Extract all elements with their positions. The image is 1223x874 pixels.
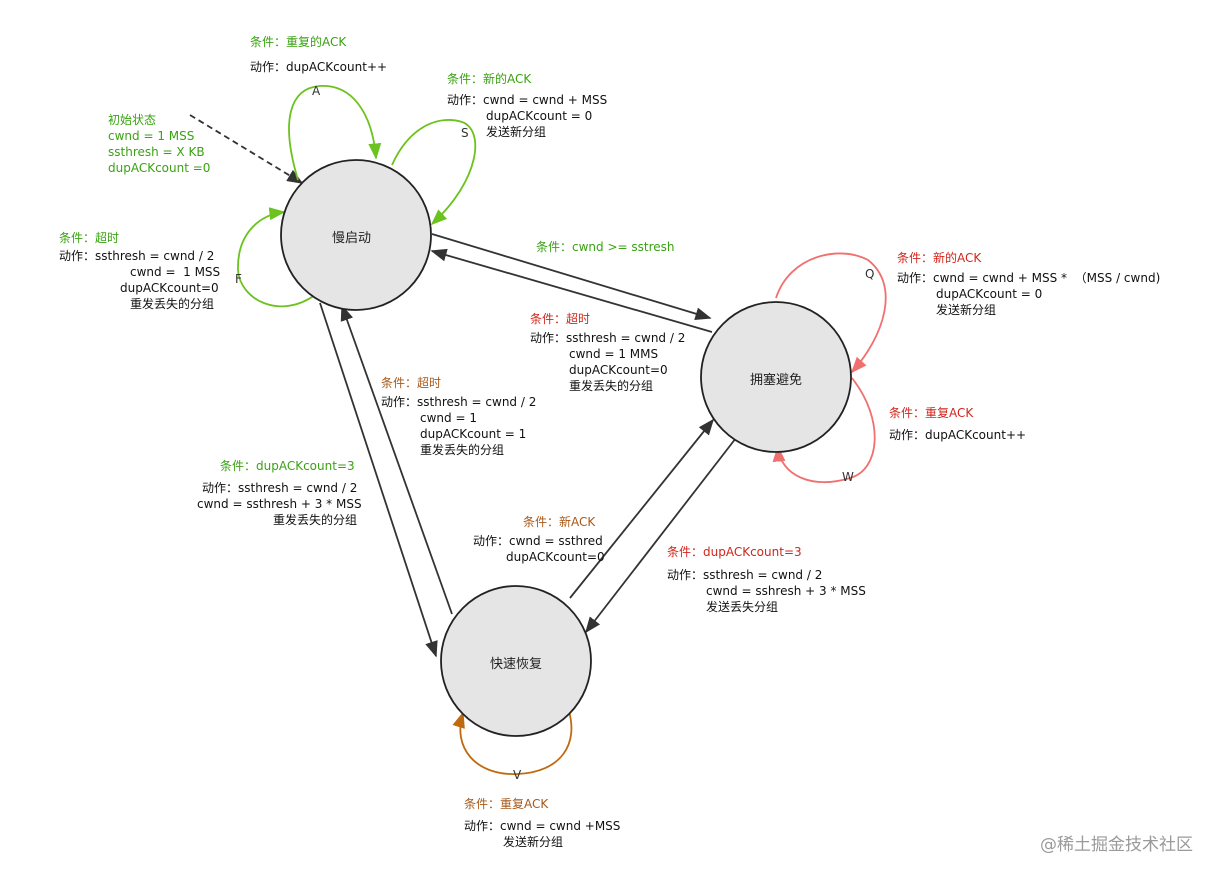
watermark: @稀土掘金技术社区 — [1040, 835, 1193, 855]
ss-to-fr-action: 动作：ssthresh = cwnd / 2 — [202, 481, 358, 495]
ss-to-fr-action: 重发丢失的分组 — [273, 513, 358, 527]
state-fast-recovery-label: 快速恢复 — [490, 657, 543, 672]
state-slow-start-label: 慢启动 — [332, 231, 372, 246]
arrow-fr-to-ca — [569, 418, 715, 599]
arrow-fr-to-ss — [340, 304, 453, 615]
ss-new-condition: 条件：新的ACK — [447, 72, 532, 86]
ss-new-action: 发送新分组 — [486, 125, 547, 139]
state-slow-start — [280, 159, 432, 311]
ss-timeout-action: 重发丢失的分组 — [130, 297, 215, 311]
state-congestion-avoidance — [700, 301, 852, 453]
fr-to-ss-condition: 条件：超时 — [381, 376, 442, 390]
ca-to-ss-action: 重发丢失的分组 — [569, 379, 654, 393]
fr-dup-action: 动作：cwnd = cwnd +MSS — [464, 819, 621, 833]
ca-dup-action: 动作：dupACKcount++ — [889, 428, 1027, 442]
ca-new-condition: 条件：新的ACK — [897, 251, 982, 265]
fr-dup-condition: 条件：重复ACK — [464, 797, 549, 811]
loop-a-dup-ack — [288, 85, 382, 181]
ss-to-ca-condition: 条件：cwnd >= sstresh — [536, 240, 675, 254]
loop-label-w: W — [842, 470, 854, 484]
loop-label-q: Q — [865, 267, 875, 281]
ss-dup-condition: 条件：重复的ACK — [250, 35, 347, 49]
ss-timeout-condition: 条件：超时 — [59, 231, 120, 245]
ca-to-fr-action: 发送丢失分组 — [706, 600, 779, 614]
fr-to-ca-action: dupACKcount=0 — [506, 550, 605, 564]
ca-to-ss-action: cwnd = 1 MMS — [569, 347, 659, 361]
initial-line: cwnd = 1 MSS — [108, 129, 195, 143]
state-congestion-avoidance-label: 拥塞避免 — [750, 373, 803, 388]
fr-dup-action: 发送新分组 — [503, 835, 564, 849]
loop-f-timeout — [237, 207, 316, 308]
arrow-ca-to-fr — [585, 437, 737, 634]
arrow-ss-to-ca — [431, 233, 712, 320]
arrow-ss-to-fr — [319, 302, 438, 658]
ca-to-ss-action: 动作：ssthresh = cwnd / 2 — [530, 331, 686, 345]
ca-to-ss-condition: 条件：超时 — [530, 312, 591, 326]
state-fast-recovery — [440, 585, 592, 737]
initial-line: ssthresh = X KB — [108, 145, 205, 159]
ca-to-fr-action: cwnd = sshresh + 3 * MSS — [706, 584, 866, 598]
ss-to-fr-action: cwnd = ssthresh + 3 * MSS — [197, 497, 362, 511]
ca-new-action: dupACKcount = 0 — [936, 287, 1043, 301]
ca-dup-condition: 条件：重复ACK — [889, 406, 974, 420]
fr-to-ss-action: 动作：ssthresh = cwnd / 2 — [381, 395, 537, 409]
fr-to-ss-action: 重发丢失的分组 — [420, 443, 505, 457]
fr-to-ss-action: cwnd = 1 — [420, 411, 477, 425]
ss-new-action: 动作：cwnd = cwnd + MSS — [447, 93, 608, 107]
fr-to-ss-action: dupACKcount = 1 — [420, 427, 527, 441]
initial-title: 初始状态 — [108, 113, 157, 127]
ss-dup-action: 动作：dupACKcount++ — [250, 60, 388, 74]
loop-label-a: A — [312, 84, 321, 98]
ca-to-fr-action: 动作：ssthresh = cwnd / 2 — [667, 568, 823, 582]
ca-to-ss-action: dupACKcount=0 — [569, 363, 668, 377]
ca-new-action: 动作：cwnd = cwnd + MSS * （MSS / cwnd) — [897, 271, 1161, 285]
ss-timeout-action: 动作：ssthresh = cwnd / 2 — [59, 249, 215, 263]
ss-timeout-action: cwnd = 1 MSS — [130, 265, 221, 279]
fr-to-ca-condition: 条件：新ACK — [523, 515, 596, 529]
ss-to-fr-condition: 条件：dupACKcount=3 — [220, 459, 355, 473]
loop-v-dup-ack — [452, 707, 573, 775]
initial-line: dupACKcount =0 — [108, 161, 211, 175]
initial-arrow — [189, 114, 304, 184]
loop-q-new-ack — [775, 252, 887, 374]
arrow-ca-to-ss — [430, 248, 713, 333]
ca-new-action: 发送新分组 — [936, 303, 997, 317]
loop-label-f: F — [235, 272, 242, 286]
loop-label-v: V — [513, 768, 522, 782]
ca-to-fr-condition: 条件：dupACKcount=3 — [667, 545, 802, 559]
ss-new-action: dupACKcount = 0 — [486, 109, 593, 123]
loop-s-new-ack — [391, 119, 477, 226]
fr-to-ca-action: 动作：cwnd = ssthred — [473, 534, 603, 548]
loop-w-dup-ack — [772, 377, 876, 483]
loop-label-s: S — [461, 126, 469, 140]
ss-timeout-action: dupACKcount=0 — [120, 281, 219, 295]
